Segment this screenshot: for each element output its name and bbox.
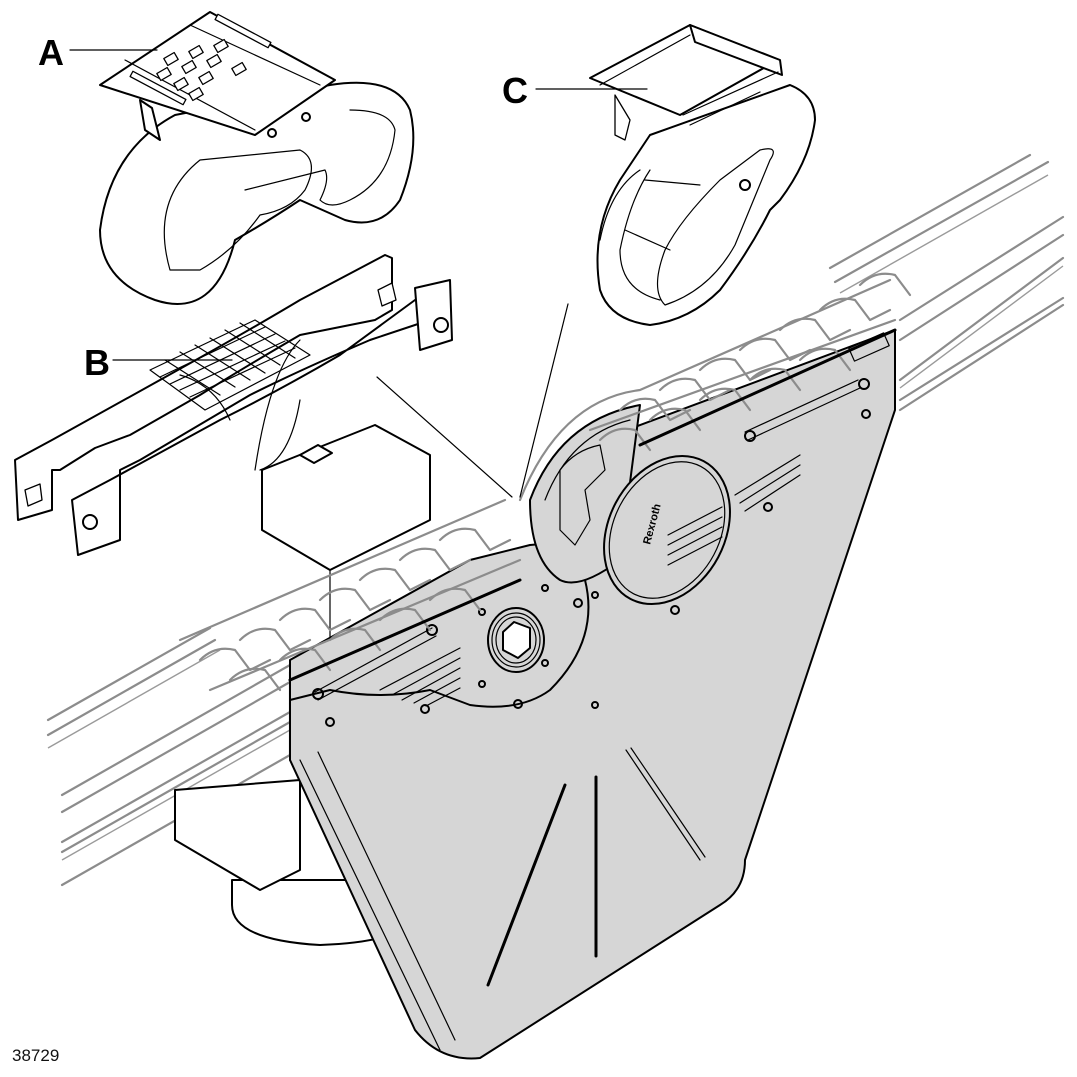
grid-pattern-a	[156, 38, 247, 102]
part-b-frame	[14, 254, 453, 556]
assembly-leader-lines	[376, 303, 569, 498]
hex-shaft-bearing	[487, 607, 545, 673]
screws	[325, 409, 871, 727]
part-c-end-cover	[589, 24, 816, 326]
vent-slots-left	[379, 647, 461, 707]
conveyor-rail-right	[828, 153, 1065, 412]
grid-pattern-b	[149, 319, 311, 411]
housing-ribs	[486, 747, 706, 987]
part-a-guide-cover	[99, 11, 415, 305]
callout-label-c: C	[502, 70, 528, 111]
motor-cover: Rexroth	[603, 454, 801, 606]
figure-number: 38729	[12, 1046, 60, 1065]
tensioner-slot	[312, 332, 890, 701]
callout-label-a: A	[38, 32, 64, 73]
callout-label-b: B	[84, 342, 110, 383]
gear-motor	[174, 424, 431, 946]
conveyor-chain	[178, 272, 912, 692]
